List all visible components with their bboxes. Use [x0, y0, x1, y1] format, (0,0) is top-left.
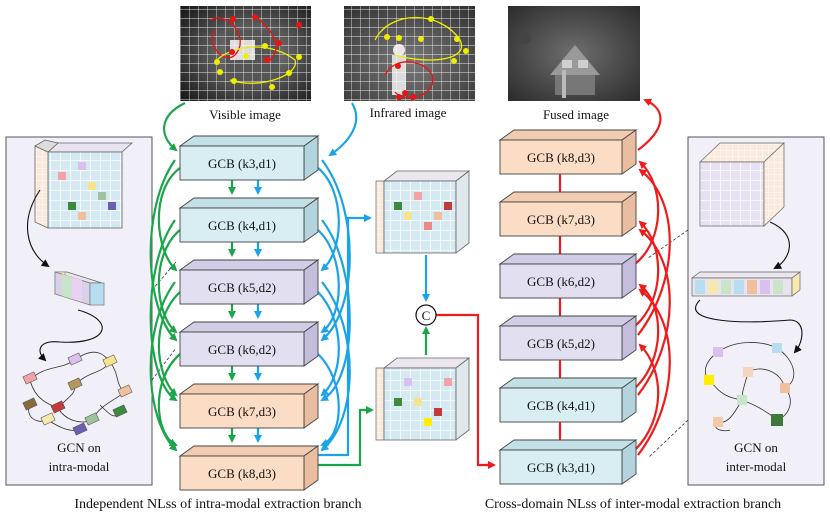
visible-image-label: Visible image [209, 107, 281, 122]
right-gcb-block: GCB (k3,d1) [498, 439, 638, 485]
left-gcb-block: GCB (k8,d3) [178, 445, 320, 491]
left-gcb-block: GCB (k5,d2) [178, 259, 320, 305]
right-gcb-label: GCB (k7,d3) [527, 212, 595, 227]
intra-modal-graph-nodes [22, 352, 133, 436]
concat-node [415, 304, 437, 326]
right-gcb-label: GCB (k8,d3) [527, 150, 595, 165]
inter-to-vector-arrow [769, 221, 790, 269]
left-gcb-label: GCB (k4,d1) [208, 218, 276, 233]
concat-symbol: C [422, 308, 431, 323]
fused-image [508, 6, 640, 101]
right-gcb-block: GCB (k5,d2) [498, 315, 638, 361]
zoom-line-bottom [151, 347, 177, 381]
intra-modal-feature-vector [54, 271, 105, 306]
middle-cube-top [375, 170, 471, 254]
infrared-image [344, 6, 475, 101]
right-gcb-block: GCB (k4,d1) [498, 377, 638, 423]
left-gcb-block: GCB (k7,d3) [178, 383, 320, 429]
inter-vector-to-graph-arrow [695, 299, 803, 354]
intra-gcn-label-line2: intra-modal [49, 459, 110, 474]
right-branch-blocks: GCB (k8,d3) GCB (k7,d3) GCB (k6,d2) GCB (k5… [498, 129, 638, 485]
visible-image [180, 6, 311, 101]
left-gcb-block: GCB (k3,d1) [178, 135, 320, 181]
right-gcb-label: GCB (k4,d1) [527, 398, 595, 413]
left-gcb-label: GCB (k8,d3) [208, 466, 276, 481]
left-gcb-label: GCB (k7,d3) [208, 404, 276, 419]
middle-cube-bottom [375, 357, 471, 441]
left-gcb-block: GCB (k4,d1) [178, 197, 320, 243]
right-gcb-label: GCB (k6,d2) [527, 274, 595, 289]
right-gcb-label: GCB (k3,d1) [527, 460, 595, 475]
vector-to-graph-arrow [37, 309, 103, 362]
inter-modal-feature-cube [699, 142, 785, 227]
left-branch-blocks: GCB (k3,d1) GCB (k4,d1) GCB (k5,d2) GCB (k6… [178, 135, 320, 491]
intra-to-vector-arrow [27, 189, 50, 268]
zoom-line-right-top [647, 229, 689, 259]
right-gcb-block: GCB (k6,d2) [498, 253, 638, 299]
inter-modal-graph-nodes [704, 343, 790, 427]
zoom-line-right-bottom [647, 419, 689, 459]
right-gcb-block: GCB (k8,d3) [498, 129, 638, 175]
left-gcb-label: GCB (k5,d2) [208, 280, 276, 295]
right-gcb-block: GCB (k7,d3) [498, 191, 638, 237]
fused-image-label: Fused image [543, 107, 609, 122]
inter-modal-feature-vector [690, 271, 802, 297]
middle-arrows [318, 214, 496, 469]
left-gcb-label: GCB (k6,d2) [208, 342, 276, 357]
inter-gcn-label-line2: inter-modal [726, 459, 787, 474]
left-gcb-block: GCB (k6,d2) [178, 321, 320, 367]
intra-gcn-label-line1: GCN on [57, 440, 101, 455]
infrared-image-label: Infrared image [370, 105, 447, 120]
left-gcb-label: GCB (k3,d1) [208, 156, 276, 171]
intra-modal-feature-cube [34, 139, 134, 229]
inter-gcn-label-line1: GCN on [734, 440, 778, 455]
left-branch-caption: Independent NLss of intra-modal extracti… [74, 497, 361, 512]
right-branch-caption: Cross-domain NLss of inter-modal extract… [485, 497, 781, 512]
right-gcb-label: GCB (k5,d2) [527, 336, 595, 351]
